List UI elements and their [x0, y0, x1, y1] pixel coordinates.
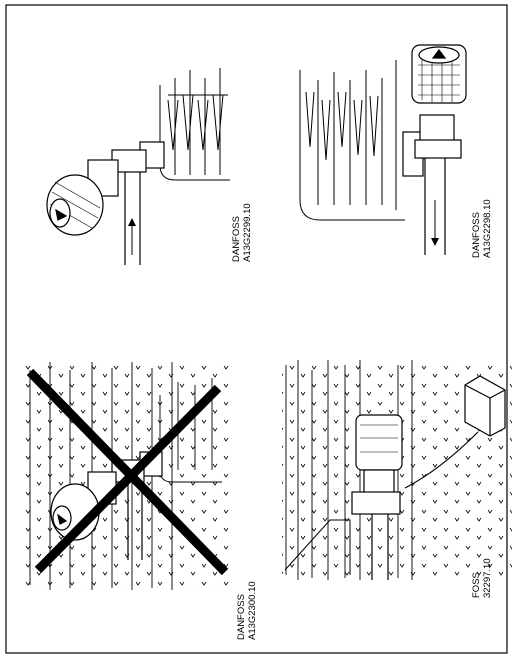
- page-border: [5, 4, 508, 654]
- flow-arrow-down: [431, 200, 439, 246]
- code-line-1: DANFOSS: [471, 212, 482, 258]
- remote-sensor: [404, 375, 506, 489]
- panel-bottom-left-illustration: [25, 362, 233, 590]
- panel-code-bottom-left: DANFOSS A13G2300.10: [236, 581, 258, 640]
- code-line-2: A13G2299.10: [241, 203, 253, 262]
- radiator-top-right: [299, 60, 405, 221]
- valve-top-right: [402, 44, 467, 255]
- valve-bottom-right: [351, 414, 403, 580]
- valve-top-left: [46, 141, 165, 265]
- panel-code-top-left: DANFOSS A13G2299.10: [231, 203, 253, 262]
- code-line-1: DANFOSS: [231, 216, 242, 262]
- panel-code-top-right: DANFOSS A13G2298.10: [471, 199, 493, 258]
- code-line-2: A13G2298.10: [481, 199, 493, 258]
- cross-out-mark: [26, 368, 229, 576]
- radiator-top-left: [159, 68, 230, 181]
- code-line-2: A13G2300.10: [246, 581, 258, 640]
- panel-bottom-right-illustration: [282, 360, 512, 580]
- panel-code-bottom-right: FOSS 32297.10: [471, 558, 493, 598]
- code-line-1: FOSS: [471, 572, 482, 598]
- panel-top-left-illustration: [46, 68, 230, 265]
- code-line-2: 32297.10: [481, 558, 493, 598]
- code-line-1: DANFOSS: [236, 594, 247, 640]
- panel-top-right-illustration: [299, 44, 467, 255]
- flow-arrow-up: [128, 218, 136, 255]
